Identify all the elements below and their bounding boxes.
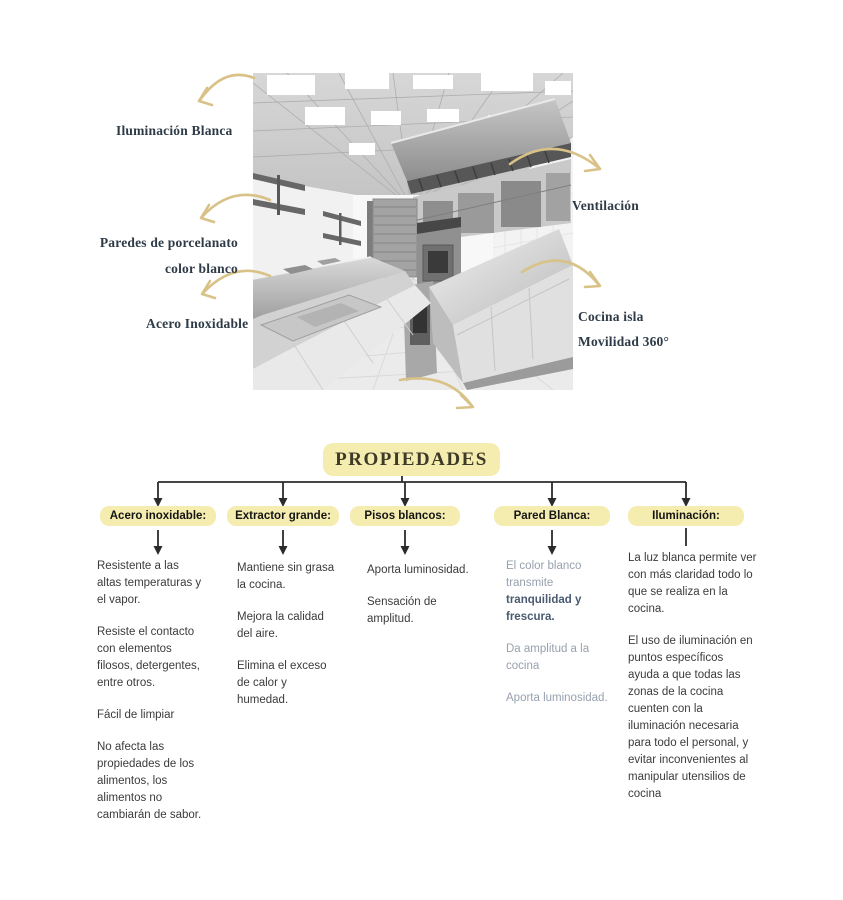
- paragraph: Aporta luminosidad.: [506, 692, 608, 704]
- category-acero-inoxidable: Acero inoxidable:: [100, 506, 216, 526]
- column-pisos-blancos-text: Aporta luminosidad. Sensación de amplitu…: [367, 562, 485, 643]
- curved-arrow-icon: [199, 193, 272, 224]
- paragraph: Sensación de amplitud.: [367, 596, 437, 625]
- paragraph: Aporta luminosidad.: [367, 564, 469, 576]
- column-acero-inoxidable-text: Resistente a las altas temperaturas y el…: [97, 558, 219, 839]
- paragraph-light: El color blanco transmite: [506, 560, 582, 589]
- label-iluminacion-blanca: Iluminación Blanca: [116, 123, 233, 138]
- paragraph: Mantiene sin grasa la cocina.: [237, 562, 335, 591]
- paragraph: Resiste el contacto con elementos filoso…: [97, 626, 200, 689]
- category-pared-blanca: Pared Blanca:: [494, 506, 610, 526]
- curved-arrow-icon: [197, 73, 256, 107]
- paragraph: No afecta las propiedades de los aliment…: [97, 741, 202, 821]
- label-ventilacion: Ventilación: [572, 198, 639, 213]
- category-pisos-blancos: Pisos blancos:: [350, 506, 460, 526]
- propiedades-title: PROPIEDADES: [323, 443, 500, 476]
- paragraph: Resistente a las altas temperaturas y el…: [97, 560, 202, 606]
- paragraph: El color blanco transmite tranquilidad y …: [506, 558, 626, 626]
- curved-arrow-icon: [508, 147, 602, 173]
- curved-arrow-icon: [520, 259, 602, 289]
- curved-arrow-icon: [398, 377, 475, 410]
- paragraph: La luz blanca permite ver con más clarid…: [628, 552, 757, 615]
- tree-connectors: [153, 476, 691, 555]
- category-iluminacion: Iluminación:: [628, 506, 744, 526]
- column-iluminacion-text: La luz blanca permite ver con más clarid…: [628, 550, 768, 818]
- label-cocina-isla: Cocina isla Movilidad 360°: [578, 309, 670, 349]
- paragraph: Elimina el exceso de calor y humedad.: [237, 660, 327, 706]
- paragraph: Da amplitud a la cocina: [506, 643, 590, 672]
- column-pared-blanca-text: El color blanco transmite tranquilidad y …: [506, 558, 626, 722]
- paragraph-emphasis: tranquilidad y frescura.: [506, 594, 582, 623]
- paragraph: Fácil de limpiar: [97, 709, 175, 721]
- paragraph: El uso de iluminación en puntos específi…: [628, 635, 753, 800]
- curved-arrow-icon: [200, 269, 272, 300]
- kitchen-photo: [253, 73, 573, 390]
- paragraph: Mejora la calidad del aire.: [237, 611, 324, 640]
- category-extractor-grande: Extractor grande:: [227, 506, 339, 526]
- column-extractor-grande-text: Mantiene sin grasa la cocina. Mejora la …: [237, 560, 355, 724]
- label-paredes-porcelanato: Paredes de porcelanato color blanco: [99, 235, 238, 276]
- label-acero-inoxidable: Acero Inoxidable: [146, 316, 249, 331]
